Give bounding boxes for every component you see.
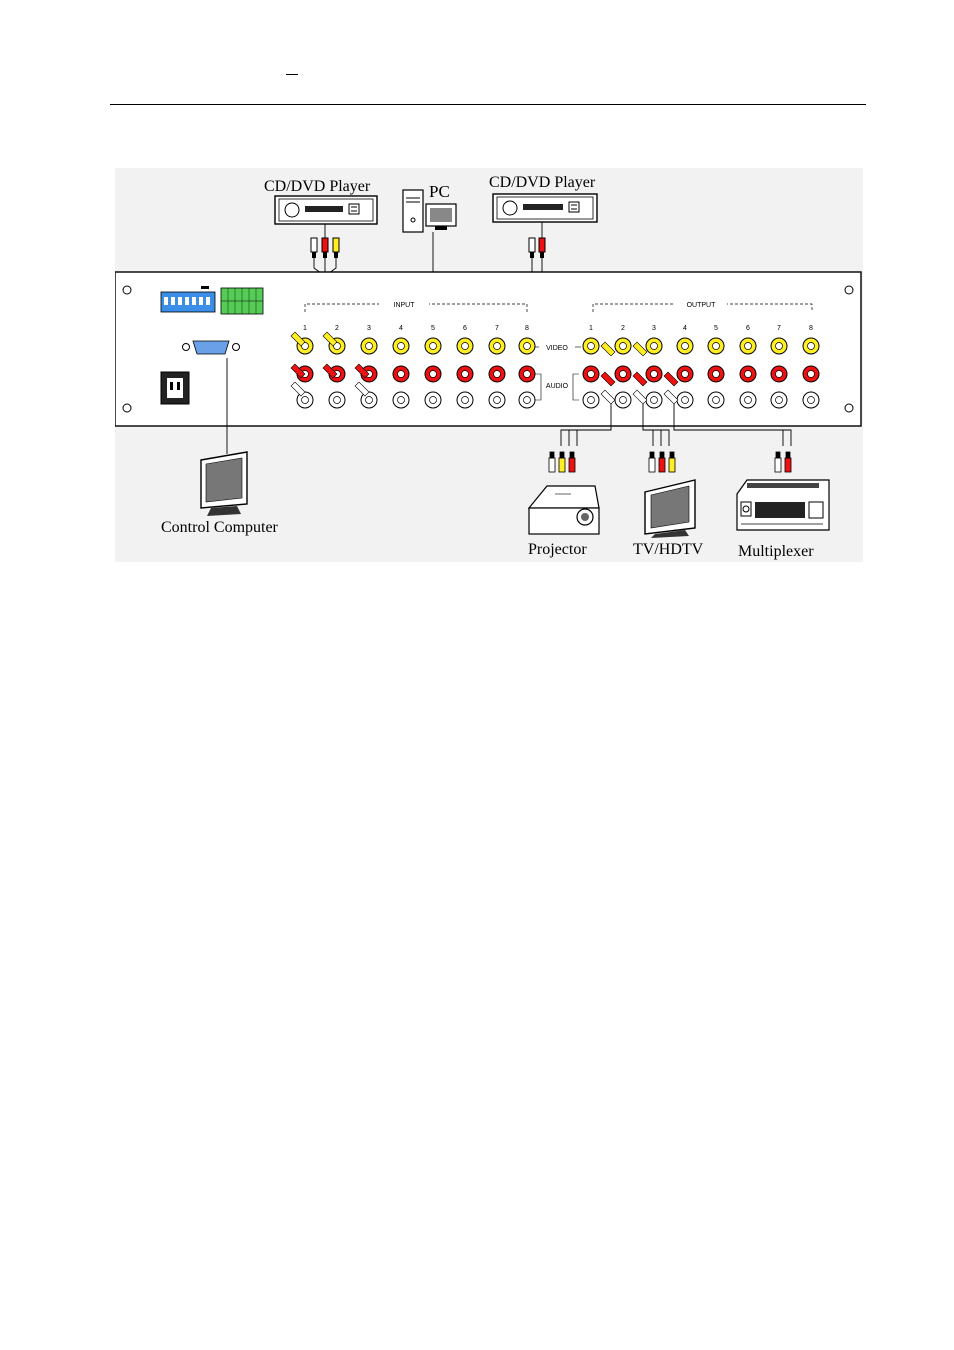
pc-label: PC (429, 182, 450, 201)
input-audio-white-jack-2 (328, 391, 346, 409)
output-video-jack-7 (770, 337, 788, 355)
output-audio-white-jack-3 (645, 391, 663, 409)
output-audio-red-jack-2 (614, 365, 632, 383)
input-audio-red-jack-7 (488, 365, 506, 383)
output-channel-3: 3 (652, 325, 656, 332)
audio-label: AUDIO (546, 383, 569, 390)
input-label: INPUT (394, 302, 416, 309)
output-audio-white-jack-8 (802, 391, 820, 409)
input-channel-numbers: 1 2 3 4 5 6 7 8 (303, 325, 529, 332)
panel-screws (122, 285, 854, 413)
output-channel-5: 5 (714, 325, 718, 332)
output-video-jack-5 (707, 337, 725, 355)
output-audio-white-jack-1 (582, 391, 600, 409)
dvd2-plug-white (528, 237, 536, 258)
input-channel-1: 1 (303, 325, 307, 332)
output-video-jack-8 (802, 337, 820, 355)
output-channel-7: 7 (777, 325, 781, 332)
output-audio-red-jack-8 (802, 365, 820, 383)
output-channel-2: 2 (621, 325, 625, 332)
video-label: VIDEO (546, 345, 568, 352)
terminal-block (220, 287, 264, 315)
dvd1-plug-white (310, 237, 318, 258)
input-audio-white-jack-5 (424, 391, 442, 409)
output-label: OUTPUT (687, 302, 717, 309)
header-rule (110, 104, 866, 105)
input-video-jack-4 (392, 337, 410, 355)
input-audio-white-jack-7 (488, 391, 506, 409)
pc-icon (402, 189, 457, 233)
serial-port (182, 340, 240, 355)
input-channel-4: 4 (399, 325, 403, 332)
input-audio-white-jack-8 (518, 391, 536, 409)
input-video-jack-3 (360, 337, 378, 355)
output-channel-4: 4 (683, 325, 687, 332)
input-audio-white-jack-6 (456, 391, 474, 409)
input-audio-red-jack-6 (456, 365, 474, 383)
control-computer-monitor (200, 451, 248, 516)
control-computer-label: Control Computer (161, 519, 279, 536)
dip-switch (160, 286, 216, 313)
multiplexer-icon (736, 479, 830, 531)
connection-diagram: CD/DVD Player PC CD/DVD Player (115, 168, 863, 562)
output-audio-red-jack-6 (739, 365, 757, 383)
output-audio-white-jack-2 (614, 391, 632, 409)
output-audio-red-jack-3 (645, 365, 663, 383)
dvd1-plug-yellow (332, 237, 340, 258)
header-mark (286, 74, 298, 75)
output-video-jack-1 (582, 337, 600, 355)
input-channel-8: 8 (525, 325, 529, 332)
output-video-jack-3 (645, 337, 663, 355)
projector-icon (527, 485, 600, 535)
input-channel-7: 7 (495, 325, 499, 332)
source-plugs (310, 237, 546, 258)
input-video-jack-5 (424, 337, 442, 355)
dvd-player-2 (492, 193, 598, 223)
dvd-player-1-label: CD/DVD Player (264, 178, 371, 195)
output-channel-1: 1 (589, 325, 593, 332)
output-video-jack-4 (676, 337, 694, 355)
multiplexer-label: Multiplexer (738, 543, 814, 560)
output-audio-white-jack-7 (770, 391, 788, 409)
output-video-jack-2 (614, 337, 632, 355)
input-channel-2: 2 (335, 325, 339, 332)
projector-label: Projector (528, 541, 587, 558)
input-channel-6: 6 (463, 325, 467, 332)
dvd-player-1 (274, 195, 378, 225)
output-audio-white-jack-4 (676, 391, 694, 409)
output-channel-8: 8 (809, 325, 813, 332)
input-video-jack-7 (488, 337, 506, 355)
input-channel-3: 3 (367, 325, 371, 332)
dvd-player-2-label: CD/DVD Player (489, 174, 596, 191)
input-video-jack-8 (518, 337, 536, 355)
output-audio-red-jack-7 (770, 365, 788, 383)
inserted-plugs (290, 331, 679, 405)
power-inlet (160, 371, 190, 405)
input-video-jack-6 (456, 337, 474, 355)
output-audio-red-jack-1 (582, 365, 600, 383)
input-channel-5: 5 (431, 325, 435, 332)
output-channel-6: 6 (746, 325, 750, 332)
input-audio-red-jack-5 (424, 365, 442, 383)
output-video-jack-6 (739, 337, 757, 355)
input-audio-red-jack-8 (518, 365, 536, 383)
output-channel-numbers: 1 2 3 4 5 6 7 8 (589, 325, 813, 332)
output-audio-white-jack-6 (739, 391, 757, 409)
tv-label: TV/HDTV (633, 541, 704, 558)
output-audio-red-jack-4 (676, 365, 694, 383)
tv-icon (644, 479, 696, 538)
input-audio-red-jack-4 (392, 365, 410, 383)
output-plugs (548, 451, 792, 473)
output-cables (226, 358, 792, 454)
input-audio-white-jack-4 (392, 391, 410, 409)
output-audio-white-jack-5 (707, 391, 725, 409)
output-audio-red-jack-5 (707, 365, 725, 383)
